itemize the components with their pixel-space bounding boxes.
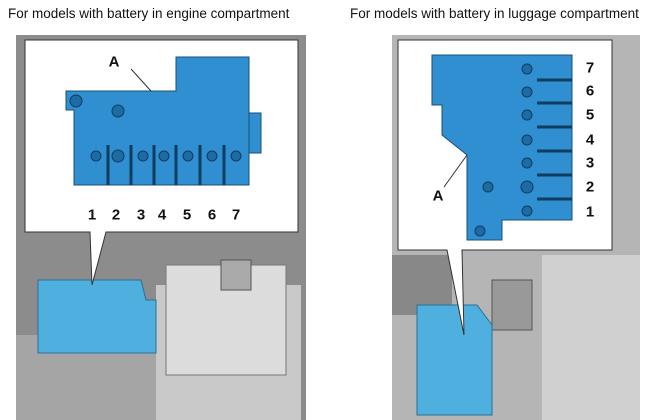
fuse-number-label: 1 xyxy=(87,206,97,224)
fuse-number-label: 7 xyxy=(231,206,241,224)
fuse-number-label: 7 xyxy=(585,59,595,77)
luggage-area-drawing xyxy=(392,35,640,420)
component-a-label: A xyxy=(432,187,444,205)
fuse-number-label: 5 xyxy=(182,206,192,224)
fuse-number-label: 4 xyxy=(585,131,595,149)
fuse-number-label: 6 xyxy=(207,206,217,224)
left-caption: For models with battery in engine compar… xyxy=(8,6,290,21)
component-a-label: A xyxy=(108,53,120,71)
engine-bay-drawing xyxy=(16,35,306,420)
fuse-box-closeup xyxy=(431,54,573,241)
right-caption: For models with battery in luggage compa… xyxy=(350,6,639,21)
engine-compartment-illustration: A 1 2 3 4 5 6 7 xyxy=(16,35,306,420)
fuse-number-label: 2 xyxy=(585,178,595,196)
fuse-number-label: 3 xyxy=(585,154,595,172)
fuse-box-closeup xyxy=(65,56,262,186)
fuse-number-label: 5 xyxy=(585,106,595,124)
fuse-number-label: 1 xyxy=(585,203,595,221)
luggage-compartment-illustration: A 7 6 5 4 3 2 1 xyxy=(392,35,640,420)
fuse-number-label: 3 xyxy=(136,206,146,224)
fuse-number-label: 2 xyxy=(111,206,121,224)
fuse-number-label: 4 xyxy=(157,206,167,224)
fuse-number-label: 6 xyxy=(585,82,595,100)
